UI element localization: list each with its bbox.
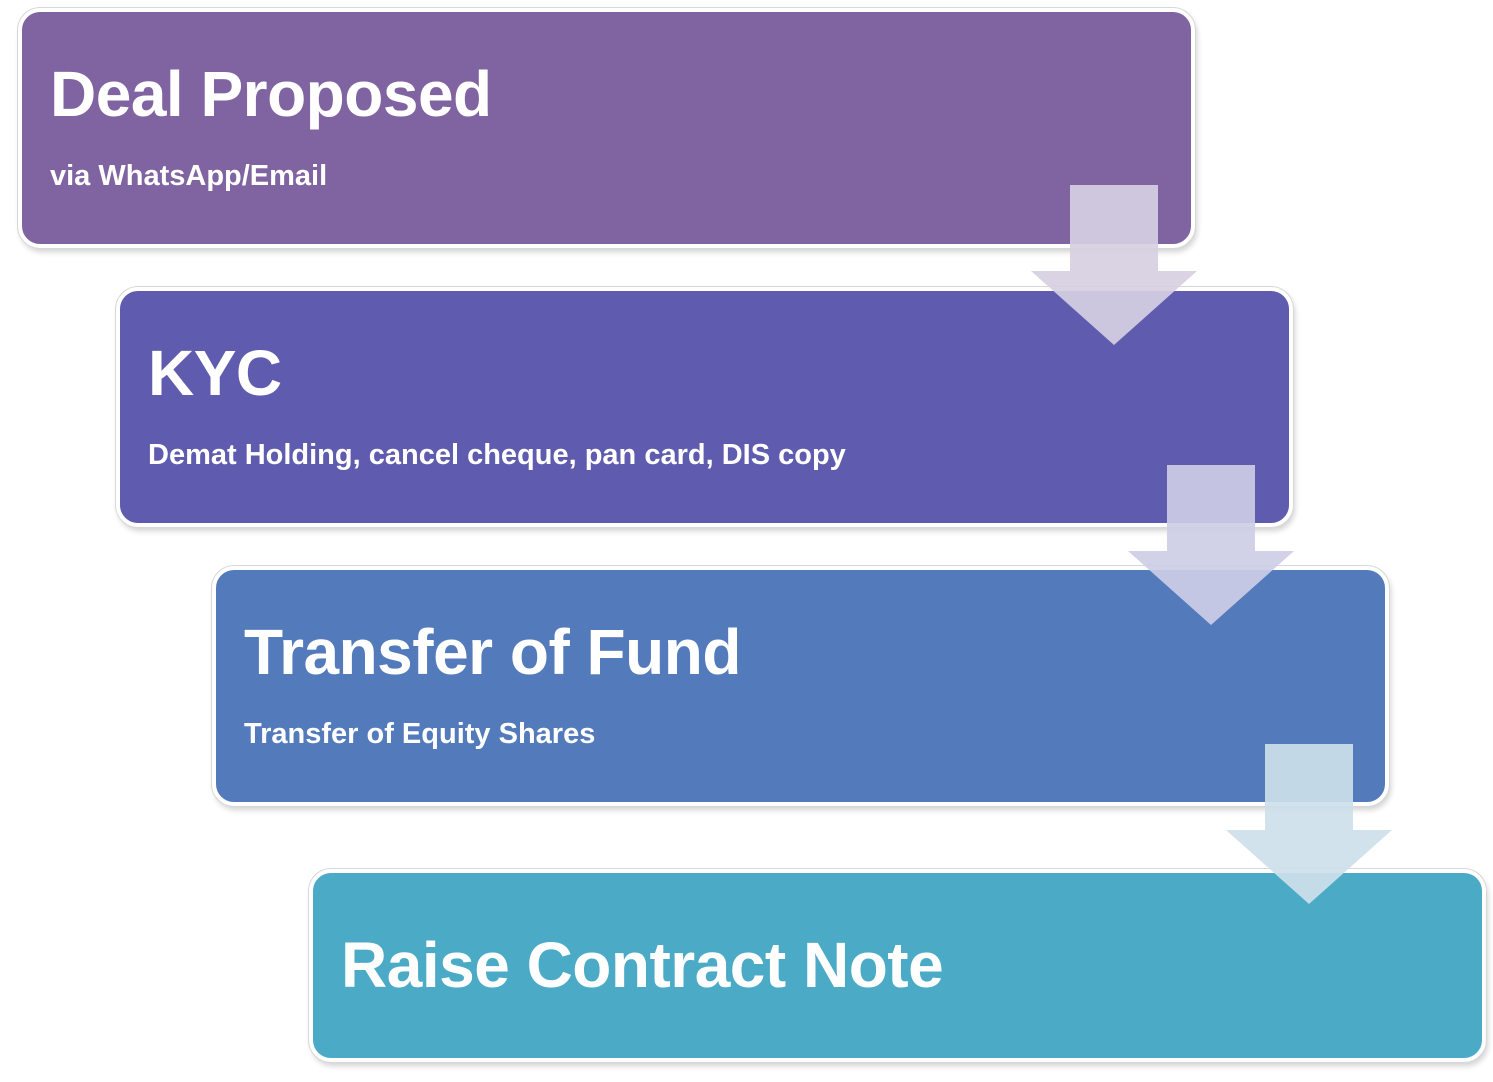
step-subtitle: Demat Holding, cancel cheque, pan card, …: [148, 439, 846, 471]
step-raise-contract-note: Raise Contract Note: [309, 869, 1486, 1062]
step-title: Raise Contract Note: [341, 929, 944, 1001]
step-title: Deal Proposed: [50, 58, 492, 130]
step-title: Transfer of Fund: [244, 616, 741, 688]
arrow-shape: [1226, 744, 1392, 904]
down-arrow-icon: [1128, 465, 1294, 625]
step-deal-proposed: Deal Proposed via WhatsApp/Email: [18, 8, 1195, 248]
down-arrow-icon: [1031, 185, 1197, 345]
step-title: KYC: [148, 337, 282, 409]
down-arrow-icon: [1226, 744, 1392, 904]
arrow-shape: [1128, 465, 1294, 625]
step-subtitle: via WhatsApp/Email: [50, 160, 328, 192]
arrow-shape: [1031, 185, 1197, 345]
step-subtitle: Transfer of Equity Shares: [244, 718, 596, 750]
